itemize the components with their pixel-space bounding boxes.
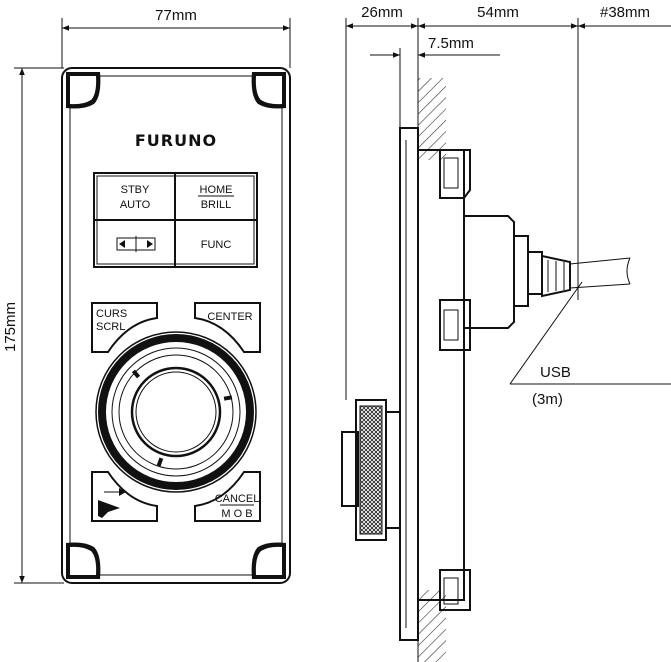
front-view: 77mm 175mm FURUNO STBY AUTO: [2, 7, 291, 584]
route-key[interactable]: [91, 471, 158, 522]
side-view: 26mm 54mm #38mm 7.5mm: [341, 4, 671, 662]
usb-length-label: (3m): [532, 391, 563, 408]
clamp-top: [439, 149, 471, 199]
control-unit-body: [61, 67, 291, 584]
rear-depth-dimension: 54mm: [418, 4, 578, 29]
route-icon: [98, 500, 120, 518]
control-unit-bezel: [69, 75, 283, 576]
cancel-label: CANCEL: [215, 493, 260, 505]
panel-thickness-label: 7.5mm: [428, 35, 474, 52]
brill-label: BRILL: [201, 199, 232, 211]
height-label: 175mm: [2, 302, 19, 352]
curs-scrl-key[interactable]: CURS SCRL: [91, 302, 158, 353]
clamp-bottom: [439, 569, 471, 611]
func-label: FUNC: [201, 239, 232, 251]
scrl-label: SCRL: [96, 321, 125, 333]
func-key[interactable]: FUNC: [201, 239, 232, 251]
rear-boss: [463, 215, 515, 329]
panel-thickness-dimension: 7.5mm: [370, 35, 500, 58]
depth-dimension: 26mm: [346, 4, 418, 29]
mounting-panel-top: [418, 78, 446, 160]
mounting-panel-bottom: [418, 590, 446, 662]
cutout-dimension: #38mm: [578, 4, 671, 29]
usb-cable: [569, 257, 631, 289]
usb-cable-gland: [527, 251, 571, 298]
usb-label: USB: [540, 364, 571, 381]
joystick-dial[interactable]: [95, 331, 257, 493]
width-dimension: 77mm: [61, 7, 291, 68]
stby-label: STBY: [121, 184, 150, 196]
stby-auto-key[interactable]: STBY AUTO: [120, 184, 151, 211]
clamp-middle: [439, 299, 471, 351]
center-key[interactable]: CENTER: [194, 302, 261, 353]
auto-label: AUTO: [120, 199, 151, 211]
dial-side-profile: [341, 399, 401, 541]
cutout-label: #38mm: [600, 4, 650, 21]
home-brill-key[interactable]: HOME BRILL: [198, 184, 234, 211]
depth-label: 26mm: [361, 4, 403, 21]
unit-main-housing: [417, 149, 465, 601]
joystick-knob[interactable]: [130, 366, 222, 458]
switch-window-key[interactable]: [116, 236, 156, 252]
mob-label: M O B: [221, 508, 252, 520]
rear-depth-label: 54mm: [477, 4, 519, 21]
curs-label: CURS: [96, 308, 127, 320]
center-label: CENTER: [207, 311, 252, 323]
usb-callout: USB (3m): [509, 281, 671, 408]
width-label: 77mm: [155, 7, 197, 24]
unit-front-edge: [399, 127, 419, 641]
home-label: HOME: [200, 184, 233, 196]
brand-logo: FURUNO: [135, 131, 217, 150]
cancel-mob-key[interactable]: CANCEL M O B: [194, 471, 261, 522]
height-dimension: 175mm: [2, 67, 64, 584]
